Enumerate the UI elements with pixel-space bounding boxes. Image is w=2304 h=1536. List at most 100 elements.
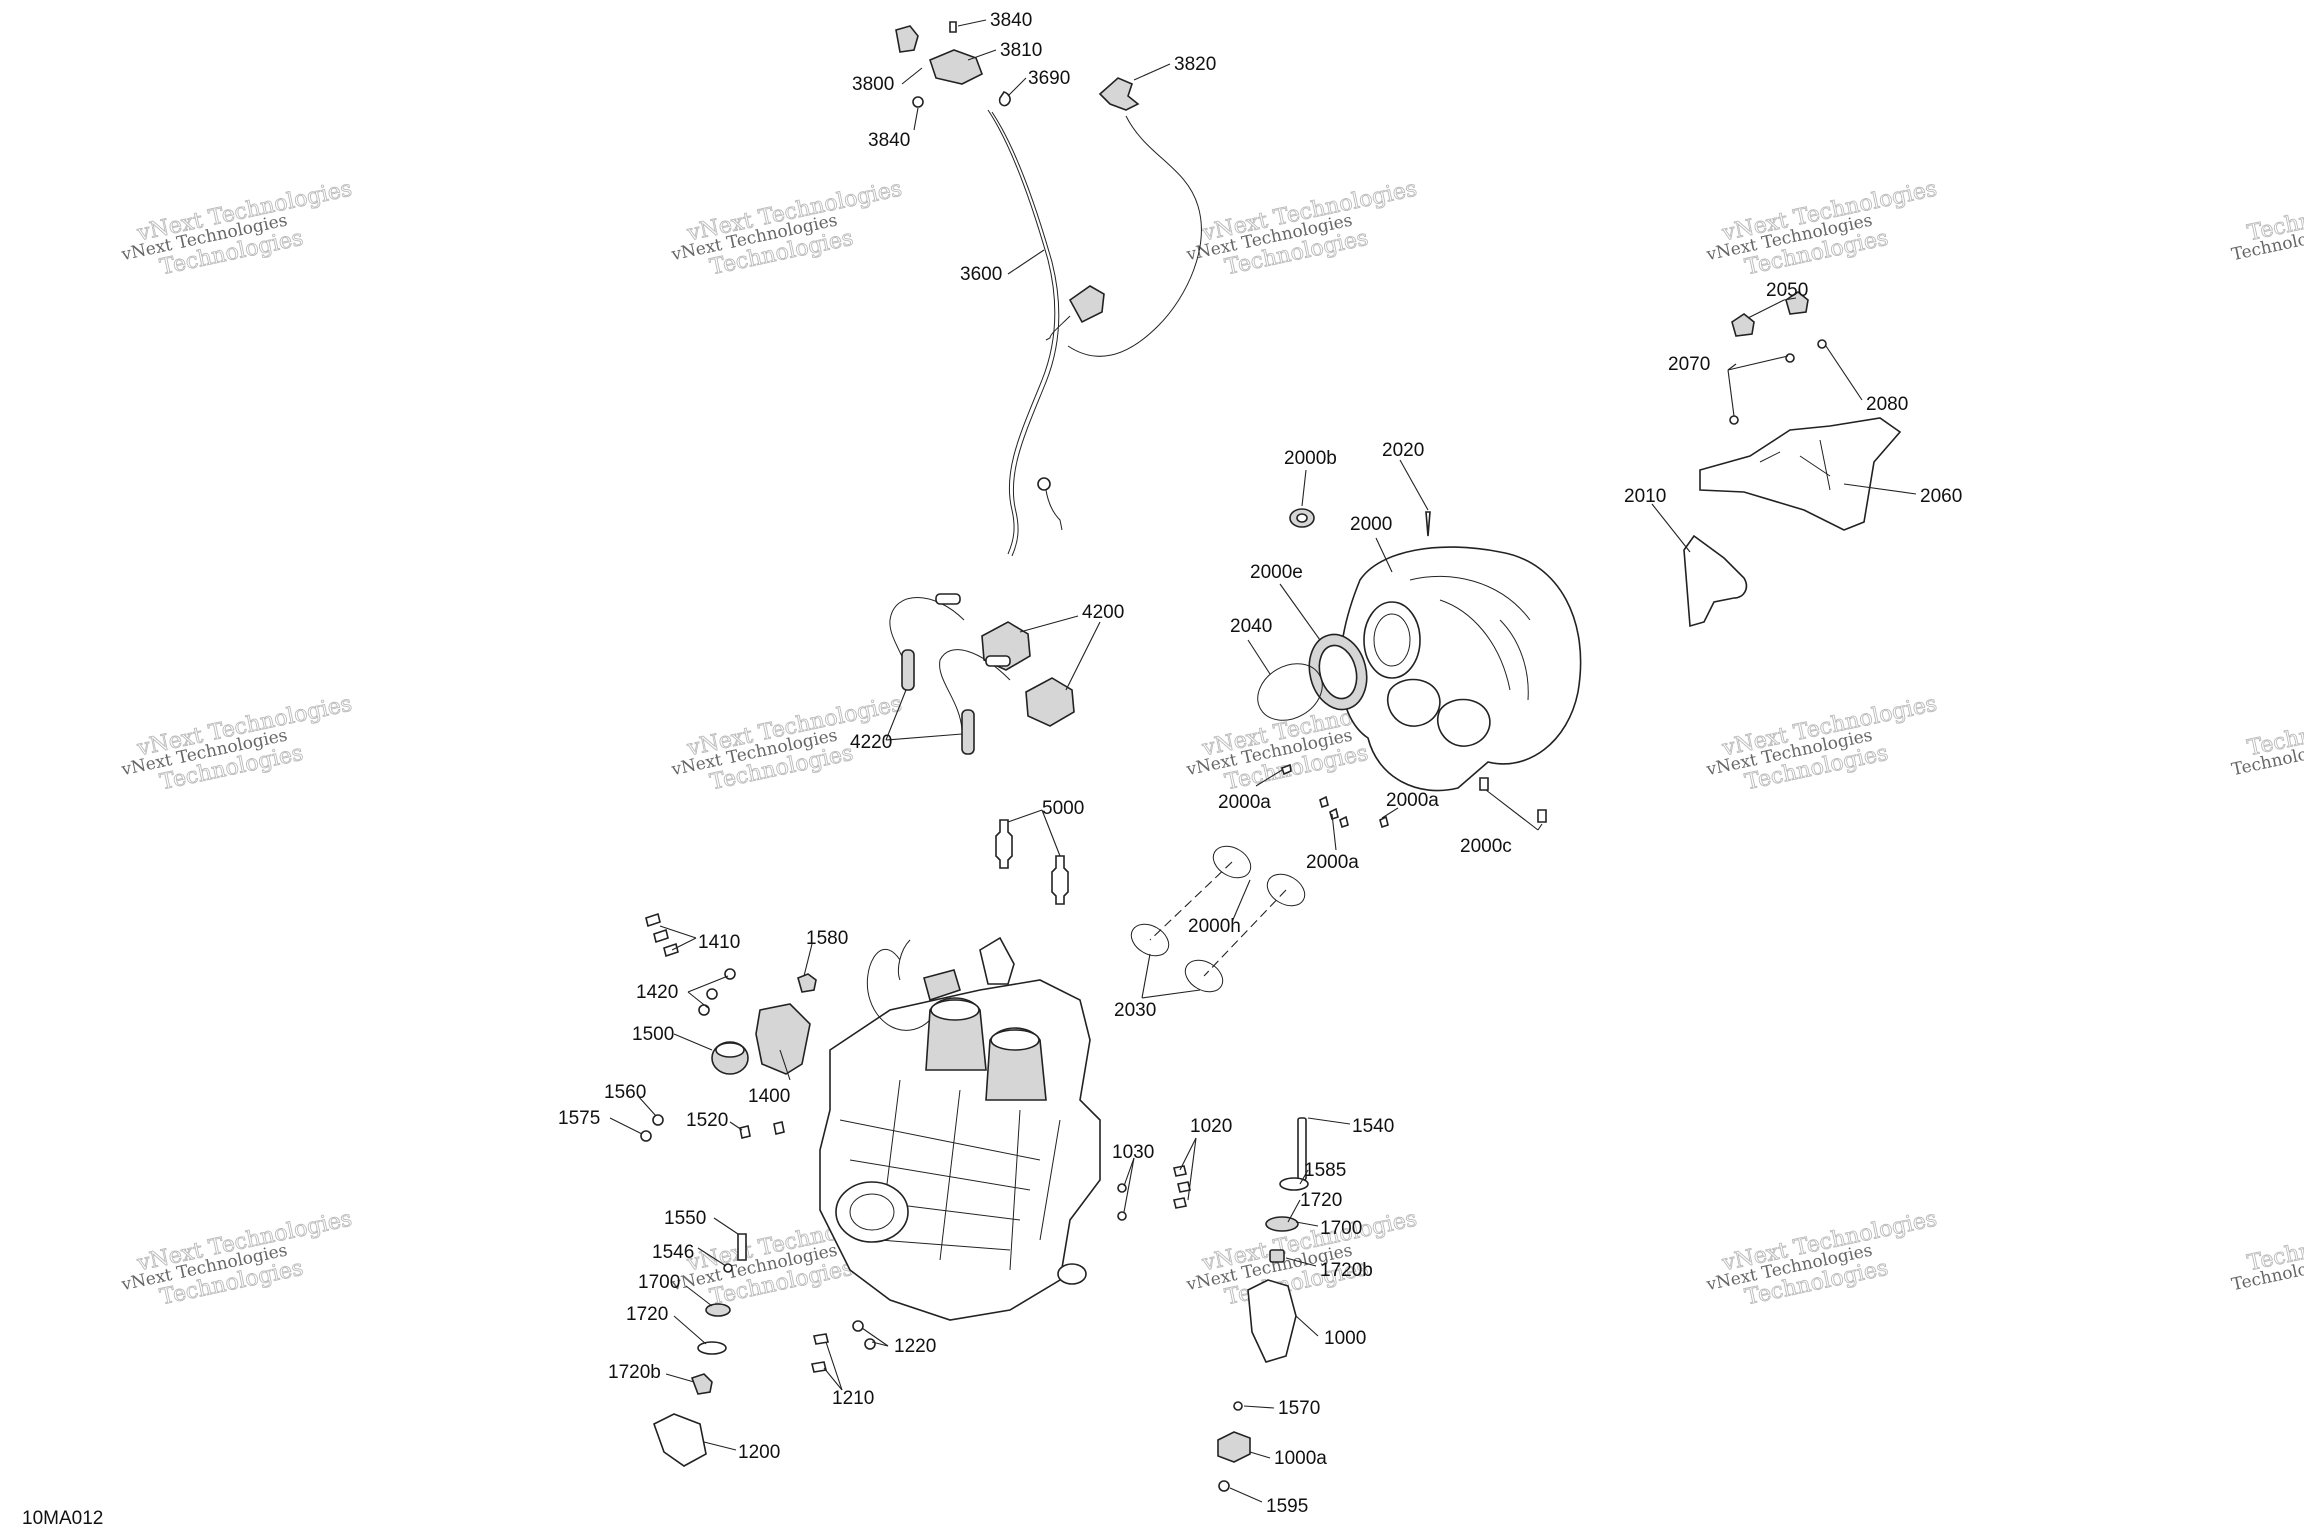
screw	[1479, 777, 1489, 791]
label-1000: 1000	[1324, 1328, 1366, 1349]
washer-part-2070-b	[1729, 415, 1739, 425]
watermark: vNext Technologies vNext Technologies Te…	[119, 176, 355, 281]
label-3800: 3800	[852, 74, 894, 95]
engine-output	[1057, 1263, 1087, 1285]
label-2000a: 2000a	[1218, 792, 1271, 813]
label-3840: 3840	[990, 10, 1032, 31]
label-1220: 1220	[894, 1336, 936, 1357]
screw	[1537, 809, 1547, 823]
throttle-cable-assembly	[895, 21, 1202, 557]
label-2080: 2080	[1866, 394, 1908, 415]
bolt-part-1520-a	[739, 1125, 751, 1139]
bolt-part-1020-c	[1173, 1197, 1187, 1209]
engine-mount-left	[640, 912, 817, 1142]
label-1550: 1550	[664, 1208, 706, 1229]
engine-mount-right	[1117, 1117, 1309, 1492]
airbox-rib	[1409, 575, 1531, 701]
bracket-part-2060	[1699, 417, 1902, 531]
engine-hose	[866, 939, 931, 1031]
screw-part-3840-top	[949, 21, 957, 33]
intake-clamps	[1130, 845, 1306, 993]
label-1520: 1520	[686, 1110, 728, 1131]
screw-part-2020	[1425, 511, 1431, 537]
washer-part-1720	[1265, 1216, 1299, 1232]
label-2000a: 2000a	[1386, 790, 1439, 811]
label-2020: 2020	[1382, 440, 1424, 461]
label-1720: 1720	[1300, 1190, 1342, 1211]
leader-lines	[609, 19, 1917, 1503]
washer-part-1030-b	[1117, 1211, 1127, 1221]
bolt-part-1410-c	[663, 942, 679, 958]
spark-plug-part-5000-a	[995, 819, 1013, 869]
label-2000c: 2000c	[1460, 836, 1512, 857]
label-4220: 4220	[850, 732, 892, 753]
label-2040: 2040	[1230, 616, 1272, 637]
label-1720: 1720	[626, 1304, 668, 1325]
label-1580: 1580	[806, 928, 848, 949]
boot-part-4220-b	[961, 709, 975, 755]
cable-end-3690	[998, 91, 1011, 107]
boot-part-4220-a	[901, 649, 915, 691]
washer-part-1420-b	[706, 988, 718, 1000]
watermark: Technologies Technologies	[2230, 706, 2304, 780]
label-1030: 1030	[1112, 1142, 1154, 1163]
connector-body	[1068, 285, 1105, 324]
label-1500: 1500	[632, 1024, 674, 1045]
watermark: vNext Technologies vNext Technologies Te…	[1184, 176, 1420, 281]
spacer-part-1720b	[1269, 1249, 1285, 1263]
mount-part-1200	[653, 1413, 707, 1467]
clip-part-3800	[895, 25, 919, 53]
label-2070: 2070	[1668, 354, 1710, 375]
clamp-part-2030-b	[1184, 959, 1224, 993]
airbox-inlet	[1363, 601, 1421, 679]
label-2000h: 2000h	[1188, 916, 1241, 937]
washer-part-2080	[1817, 339, 1827, 349]
nut-part-1580	[797, 973, 817, 993]
screw	[1319, 795, 1329, 809]
washer-part-1220-a	[852, 1320, 864, 1332]
label-3810: 3810	[1000, 40, 1042, 61]
bolt-part-1410-a	[645, 912, 661, 928]
screw	[1339, 815, 1349, 829]
label-1700: 1700	[1320, 1218, 1362, 1239]
washer-part-1585	[1279, 1177, 1309, 1191]
watermark: vNext Technologies vNext Technologies Te…	[1704, 1206, 1940, 1311]
label-1000a: 1000a	[1274, 1448, 1327, 1469]
washer-part-1420-a	[724, 968, 736, 980]
label-1020: 1020	[1190, 1116, 1232, 1137]
mount-part-1500-top	[715, 1042, 745, 1058]
label-1595: 1595	[1266, 1496, 1308, 1517]
spark-plugs	[995, 819, 1069, 905]
boot-cap-b	[985, 655, 1011, 667]
label-1410: 1410	[698, 932, 740, 953]
part-labels: 3840 3810 3800 3690 3840 3820 3600 2050 …	[558, 10, 1962, 1517]
cable-part-3600-b	[991, 111, 1060, 557]
label-1720b: 1720b	[1320, 1260, 1373, 1281]
cable-end-fitting	[1037, 477, 1051, 491]
label-5000: 5000	[1042, 798, 1084, 819]
nut-part-1575	[640, 1130, 652, 1142]
watermark: vNext Technologies vNext Technologies Te…	[1704, 691, 1940, 796]
grommet-inner	[1296, 513, 1308, 523]
airbox-outlet-1	[1386, 678, 1441, 727]
washer-part-1720-left	[697, 1341, 727, 1355]
label-2060: 2060	[1920, 486, 1962, 507]
engine-block	[819, 936, 1101, 1321]
label-3690: 3690	[1028, 68, 1070, 89]
nut-part-2050-b	[1785, 291, 1809, 315]
label-4200: 4200	[1082, 602, 1124, 623]
screw	[1329, 807, 1339, 821]
bracket-part-2010	[1683, 534, 1748, 628]
bolt-part-1210-a	[813, 1333, 829, 1345]
watermark: Technologies Technologies	[2230, 1221, 2304, 1295]
sensor-part-3820	[1098, 77, 1140, 111]
spark-plug-part-5000-b	[1051, 855, 1069, 905]
nut-part-1595	[1218, 1480, 1230, 1492]
label-1700: 1700	[638, 1272, 680, 1293]
cable-part-3600	[987, 109, 1056, 555]
airbox-outlet-2	[1436, 698, 1491, 747]
label-1575: 1575	[558, 1108, 600, 1129]
label-1546: 1546	[652, 1242, 694, 1263]
label-3840: 3840	[868, 130, 910, 151]
